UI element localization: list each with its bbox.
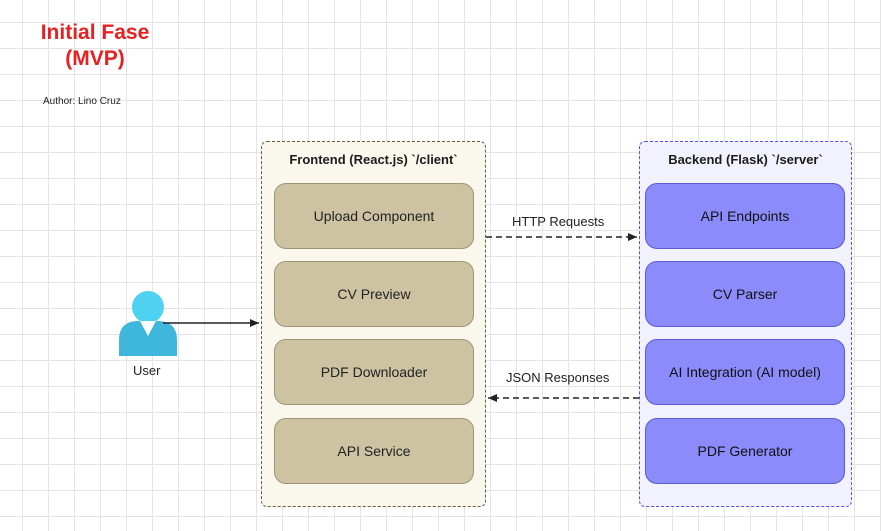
api-service-box[interactable]: API Service	[274, 418, 474, 484]
backend-title: Backend (Flask) `/server`	[668, 152, 823, 167]
title-line-1: Initial Fase	[40, 21, 150, 44]
user-label: User	[133, 363, 161, 378]
api-endpoints-box[interactable]: API Endpoints	[645, 183, 845, 249]
frontend-title: Frontend (React.js) `/client`	[289, 152, 458, 167]
pdf-downloader-box[interactable]: PDF Downloader	[274, 339, 474, 405]
user-icon[interactable]	[119, 291, 177, 356]
cv-parser-box[interactable]: CV Parser	[645, 261, 845, 327]
upload-component-box[interactable]: Upload Component	[274, 183, 474, 249]
ai-integration-box[interactable]: AI Integration (AI model)	[645, 339, 845, 405]
frontend-container[interactable]: Frontend (React.js) `/client` Upload Com…	[261, 141, 486, 507]
title-line-2: (MVP)	[65, 47, 125, 70]
cv-preview-box[interactable]: CV Preview	[274, 261, 474, 327]
diagram-title: Initial Fase (MVP)	[30, 20, 160, 72]
http-requests-label: HTTP Requests	[512, 214, 605, 229]
json-responses-label: JSON Responses	[506, 370, 610, 385]
pdf-generator-box[interactable]: PDF Generator	[645, 418, 845, 484]
backend-container[interactable]: Backend (Flask) `/server` API Endpoints …	[639, 141, 852, 507]
author-label: Author: Lino Cruz	[43, 96, 121, 107]
